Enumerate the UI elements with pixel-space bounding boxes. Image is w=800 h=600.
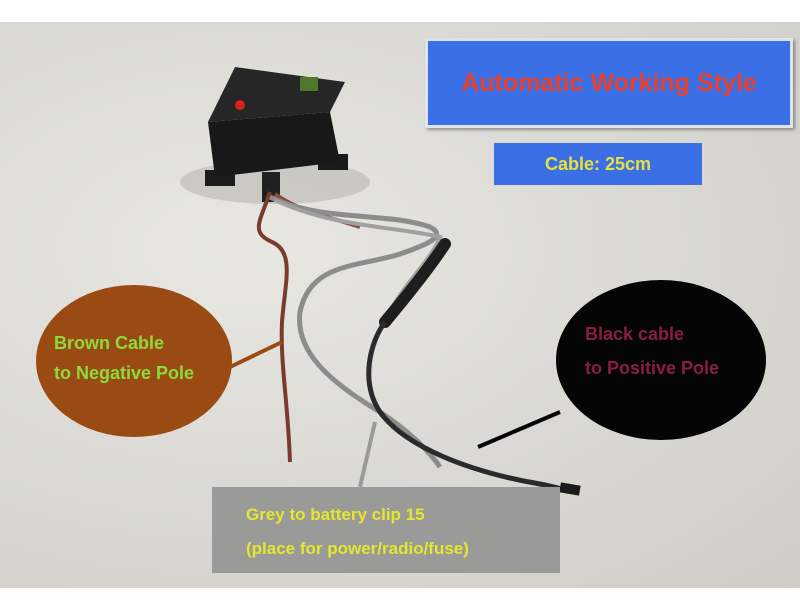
black-cable-text: Black cable to Positive Pole bbox=[585, 317, 719, 385]
grey-cable-line2: (place for power/radio/fuse) bbox=[246, 539, 469, 558]
cable-length-text: Cable: 25cm bbox=[544, 153, 652, 174]
brown-cable-callout bbox=[36, 285, 232, 437]
black-cable-line2: to Positive Pole bbox=[585, 358, 720, 378]
black-cable-callout bbox=[556, 280, 766, 440]
black-wire-terminal bbox=[559, 482, 581, 496]
grey-cable-line1: Grey to battery clip 15 bbox=[246, 505, 425, 524]
logo-icon bbox=[300, 77, 318, 91]
title-banner: Automatic Working Style bbox=[425, 38, 793, 128]
device-illustration bbox=[180, 67, 581, 496]
brown-cable-text: Brown Cable to Negative Pole bbox=[54, 328, 194, 388]
brown-wire bbox=[256, 191, 292, 463]
fuse-holder bbox=[379, 238, 451, 328]
black-cable-line1: Black cable bbox=[585, 324, 685, 344]
device-box-front bbox=[208, 112, 340, 177]
led-indicator-icon bbox=[235, 100, 245, 110]
brown-cable-line1: Brown Cable bbox=[54, 333, 165, 353]
cable-length-banner: Cable: 25cm bbox=[494, 143, 702, 185]
grey-cable-text: Grey to battery clip 15 (place for power… bbox=[246, 498, 469, 566]
grey-wire bbox=[268, 194, 443, 469]
grey-wire-secondary bbox=[274, 198, 443, 313]
black-wire bbox=[366, 320, 576, 495]
grey-pointer-line bbox=[358, 421, 377, 488]
brown-pointer-line bbox=[229, 340, 283, 369]
black-pointer-line bbox=[477, 410, 561, 449]
brown-cable-line2: to Negative Pole bbox=[54, 363, 195, 383]
title-text: Automatic Working Style bbox=[461, 68, 757, 97]
grey-cable-callout bbox=[212, 487, 560, 573]
